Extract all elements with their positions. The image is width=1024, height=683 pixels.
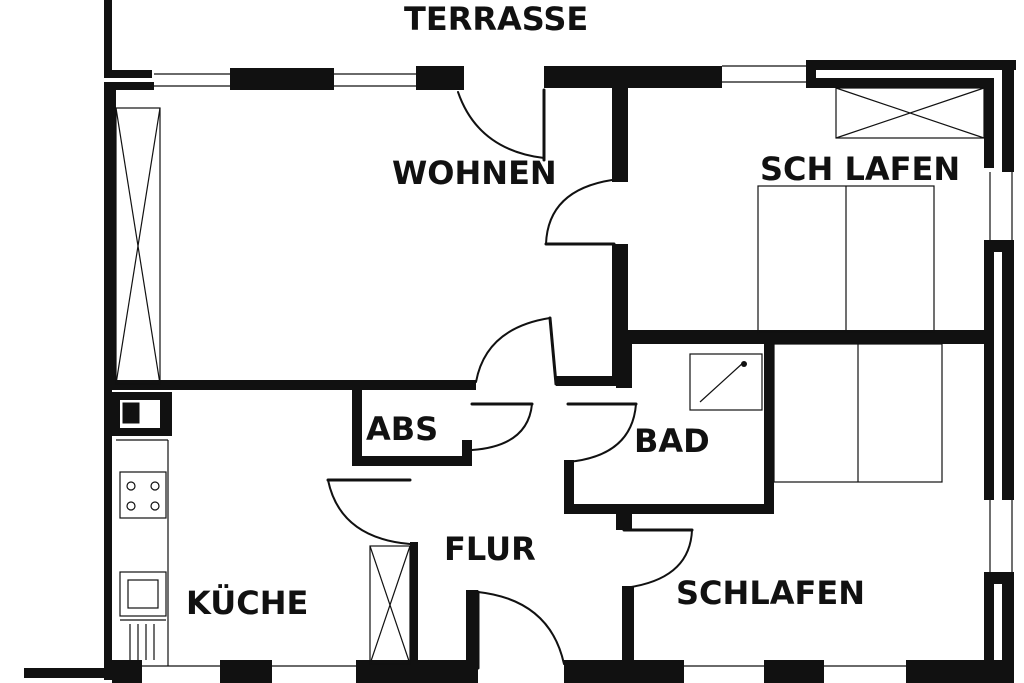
door-swings (326, 88, 694, 670)
label-wohnen: WOHNEN (392, 154, 557, 192)
label-kueche: KÜCHE (186, 584, 308, 622)
label-flur: FLUR (444, 530, 536, 568)
interior-walls (110, 86, 986, 670)
label-terrasse: TERRASSE (404, 0, 588, 38)
window-lines (142, 65, 1013, 667)
label-schlafen-bottom: SCHLAFEN (676, 574, 865, 612)
label-abs: ABS (366, 410, 438, 448)
label-bad: BAD (634, 422, 710, 460)
outer-walls (24, 0, 1016, 683)
label-schlafen-top: SCH LAFEN (760, 150, 960, 188)
furniture (115, 87, 985, 666)
room-labels: TERRASSE WOHNEN SCH LAFEN ABS BAD FLUR K… (186, 0, 960, 622)
